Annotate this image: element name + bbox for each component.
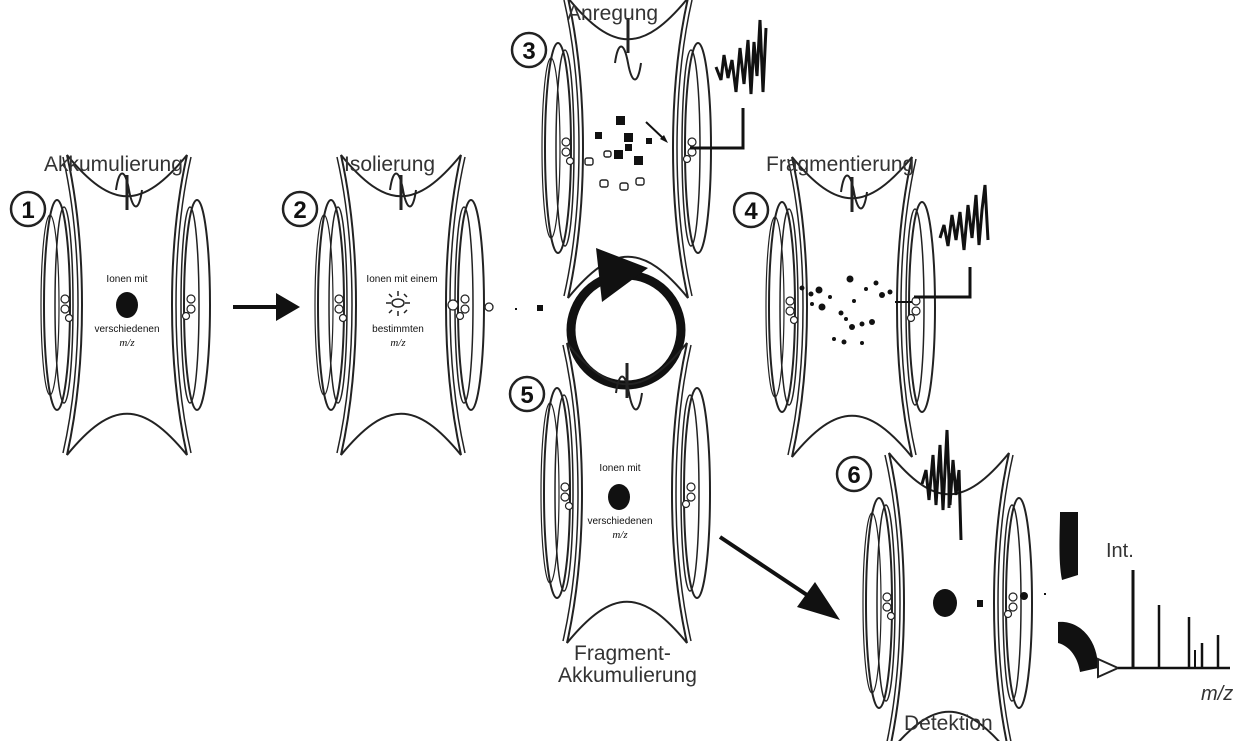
arrow-1-to-2-head xyxy=(276,293,300,321)
arrow-5-to-6 xyxy=(720,537,810,597)
detector-upper xyxy=(1060,512,1079,580)
step-5-title-line1: Fragment- xyxy=(574,642,671,666)
spectrum-x-label: m/z xyxy=(1201,683,1233,706)
step-5-number: 5 xyxy=(520,382,533,409)
step-3-title: Anregung xyxy=(567,2,658,26)
trap2-label-top: Ionen mit einem xyxy=(366,274,437,285)
arrow-5-to-6-head xyxy=(797,582,840,620)
ion-trap-6 xyxy=(863,453,1046,741)
trap1-mz: m/z xyxy=(119,337,135,349)
ion-trap-1 xyxy=(41,155,210,455)
step-6-title: Detektion xyxy=(904,712,993,736)
step-4-title: Fragmentierung xyxy=(766,153,914,177)
step-2-number: 2 xyxy=(293,197,306,224)
ion-trap-3 xyxy=(542,0,743,298)
trap1-label-top: Ionen mit xyxy=(106,274,147,285)
trap2-mz: m/z xyxy=(390,337,406,349)
step-1-number: 1 xyxy=(21,197,34,224)
mass-spectrum xyxy=(1118,570,1230,668)
step-6-number: 6 xyxy=(847,462,860,489)
spectrum-y-label: Int. xyxy=(1106,540,1134,563)
ion-trap-4 xyxy=(766,157,970,457)
trap2-label-bottom: bestimmten xyxy=(372,324,424,335)
ion-trap-2 xyxy=(315,155,493,455)
step-1-title: Akkumulierung xyxy=(44,153,183,177)
trap1-label-bottom: verschiedenen xyxy=(94,324,159,335)
excitation-signal xyxy=(716,20,766,94)
trap5-mz: m/z xyxy=(612,529,628,541)
detection-signal xyxy=(922,430,961,540)
trap5-label-bottom: verschiedenen xyxy=(587,516,652,527)
trap5-label-top: Ionen mit xyxy=(599,463,640,474)
fragmentation-signal xyxy=(940,185,988,250)
ion-trap-5 xyxy=(541,343,710,643)
step-5-title-line2: Akkumulierung xyxy=(558,664,697,688)
ion-dot xyxy=(515,308,517,310)
detector-lower xyxy=(1058,622,1098,672)
step-4-number: 4 xyxy=(744,198,758,225)
ion-square xyxy=(537,305,543,311)
step-2-title: Isolierung xyxy=(344,153,435,177)
step-3-number: 3 xyxy=(522,38,535,65)
detector-output-arrow xyxy=(1098,659,1118,677)
